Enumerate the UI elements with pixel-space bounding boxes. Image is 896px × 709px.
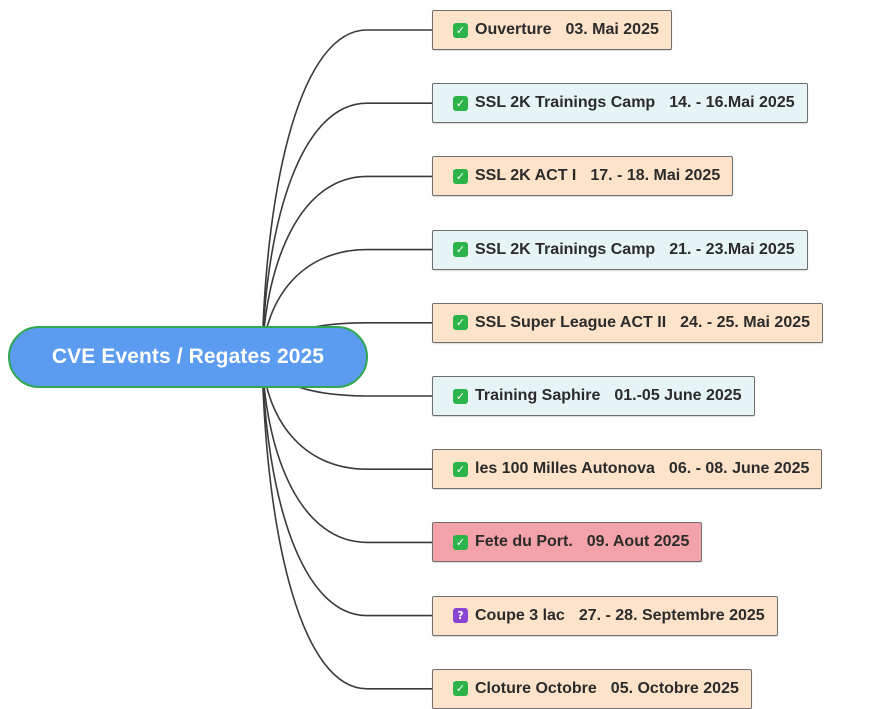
check-icon: ✓ [453,95,468,111]
check-icon: ✓ [453,22,468,38]
event-date: 27. - 28. Septembre 2025 [578,606,765,624]
event-title: Fete du Port. [475,533,573,551]
root-node[interactable]: CVE Events / Regates 2025 [8,326,368,388]
event-title: SSL 2K Trainings Camp [475,94,656,112]
check-icon: ✓ [453,242,468,258]
event-node-ssl-super-league-act-ii[interactable]: ✓ SSL Super League ACT II 24. - 25. Mai … [432,302,824,343]
event-date: 09. Aout 2025 [586,533,690,551]
event-title: SSL Super League ACT II [475,313,667,331]
check-icon: ✓ [453,168,468,184]
connector-line [261,356,432,617]
event-node-ssl-2k-trainings-camp-2[interactable]: ✓ SSL 2K Trainings Camp 21. - 23.Mai 202… [432,229,808,270]
connector-line [261,175,432,358]
event-node-100-milles-autonova[interactable]: ✓ les 100 Milles Autonova 06. - 08. June… [432,449,823,490]
event-node-ssl-2k-act-i[interactable]: ✓ SSL 2K ACT I 17. - 18. Mai 2025 [432,156,734,197]
root-label: CVE Events / Regates 2025 [51,345,325,368]
event-node-ssl-2k-trainings-camp-1[interactable]: ✓ SSL 2K Trainings Camp 14. - 16.Mai 202… [432,83,808,124]
check-icon: ✓ [453,388,468,404]
connector-line [261,356,432,690]
event-title: SSL 2K Trainings Camp [475,240,656,258]
question-icon: ? [453,608,468,624]
event-date: 01.-05 June 2025 [614,387,742,404]
event-title: Coupe 3 lac [475,606,565,624]
check-icon: ✓ [453,681,468,697]
event-title: Training Saphire [475,387,601,404]
event-title: Ouverture [475,21,552,38]
connector-line [261,102,432,358]
event-date: 06. - 08. June 2025 [668,460,810,478]
connector-line [261,356,432,544]
event-title: Cloture Octobre [475,679,597,697]
connector-line [261,29,432,358]
event-node-training-saphire[interactable]: ✓ Training Saphire 01.-05 June 2025 [432,376,755,416]
check-icon: ✓ [453,461,468,477]
event-node-ouverture[interactable]: ✓ Ouverture 03. Mai 2025 [432,10,672,50]
check-icon: ✓ [453,534,468,550]
event-date: 24. - 25. Mai 2025 [680,313,811,331]
event-title: SSL 2K ACT I [475,167,577,185]
event-date: 03. Mai 2025 [565,21,659,38]
event-date: 05. Octobre 2025 [610,679,739,697]
check-icon: ✓ [453,315,468,331]
event-node-coupe-3-lac[interactable]: ? Coupe 3 lac 27. - 28. Septembre 2025 [432,595,778,636]
event-date: 17. - 18. Mai 2025 [590,167,721,185]
event-date: 21. - 23.Mai 2025 [669,240,795,258]
event-node-cloture-octobre[interactable]: ✓ Cloture Octobre 05. Octobre 2025 [432,668,752,709]
event-node-fete-du-port[interactable]: ✓ Fete du Port. 09. Aout 2025 [432,522,703,563]
event-date: 14. - 16.Mai 2025 [669,94,795,112]
event-title: les 100 Milles Autonova [475,460,655,478]
